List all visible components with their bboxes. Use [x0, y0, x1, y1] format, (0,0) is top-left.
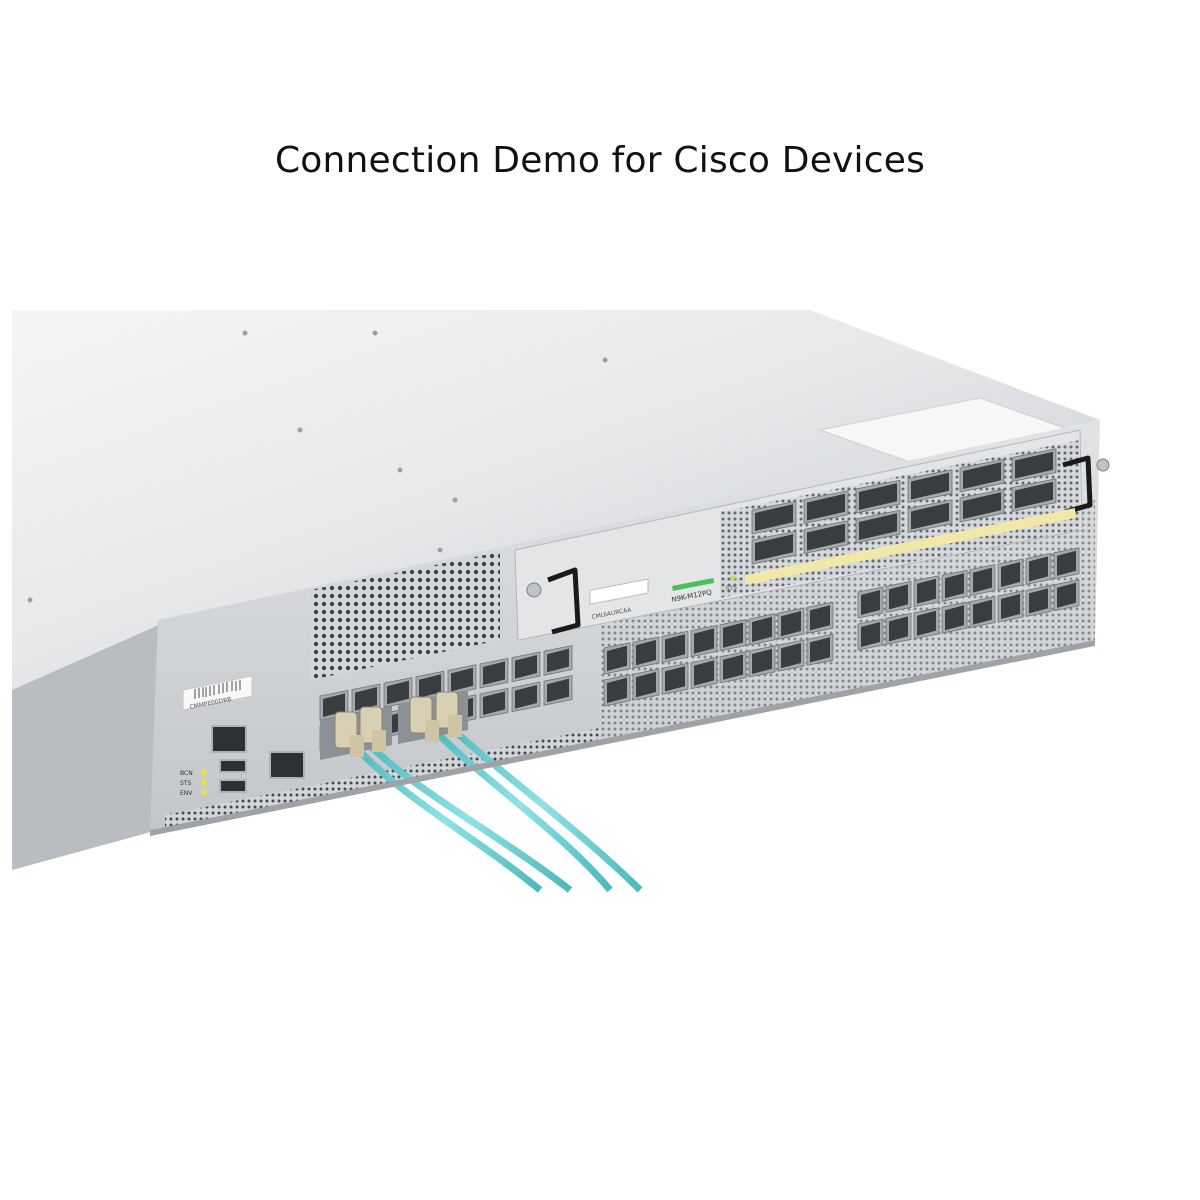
transceiver-1	[320, 706, 392, 760]
sfp-port	[1053, 579, 1080, 612]
sfp-port	[748, 645, 776, 678]
sfp-port	[777, 639, 805, 672]
sfp-port	[969, 596, 996, 629]
qsfp-port	[855, 509, 901, 544]
sfp-port	[383, 677, 413, 708]
sfp-port	[913, 575, 940, 608]
sfp-port	[777, 607, 805, 640]
fiber-cable-1	[347, 734, 573, 893]
sfp-port	[319, 689, 349, 721]
transceiver-2	[398, 690, 468, 744]
module-sts-label: STS	[725, 584, 738, 593]
sfp-port	[997, 558, 1024, 591]
sfp-port	[479, 687, 509, 719]
sfp-port	[511, 651, 541, 683]
led-label-sts: STS	[180, 780, 191, 787]
module-handle-left	[547, 567, 581, 635]
front-vent-right	[600, 500, 1095, 745]
qsfp-port	[907, 469, 953, 503]
sfp-port	[1053, 547, 1080, 580]
module-screw	[526, 582, 542, 598]
sfp-port	[661, 662, 689, 695]
sfp-ports	[319, 547, 1080, 751]
sfp-port	[632, 636, 660, 669]
sfp-port	[748, 613, 776, 646]
sfp-port	[351, 683, 381, 715]
sfp-port	[603, 642, 631, 675]
sfp-port	[1025, 584, 1052, 617]
sfp-port	[661, 630, 689, 663]
sfp-port	[447, 664, 477, 695]
barcode-lines	[194, 680, 241, 699]
qsfp-port	[1011, 448, 1057, 482]
sfp-port	[603, 674, 631, 707]
sfp-port	[969, 564, 996, 597]
chassis-side	[12, 620, 170, 870]
chassis-bottom-edge	[150, 640, 1095, 836]
qsfp-port	[907, 499, 953, 533]
module-screw-right	[1096, 458, 1110, 472]
qsfp-port	[1011, 478, 1057, 512]
module-green-strip	[672, 577, 715, 591]
module-sts-led	[730, 575, 736, 581]
qsfp-port	[959, 488, 1005, 523]
front-vent-lower	[165, 728, 600, 830]
led-label-bcn: BCN	[180, 770, 193, 777]
sfp-port	[511, 681, 541, 713]
sfp-port	[543, 645, 573, 676]
page-title: Connection Demo for Cisco Devices	[274, 140, 926, 181]
usb-port-1	[219, 759, 247, 773]
top-screws	[27, 330, 608, 603]
led-label-env: ENV	[180, 790, 193, 797]
qsfp-port	[803, 490, 849, 524]
sfp-port	[543, 675, 573, 706]
sfp-port	[632, 668, 660, 701]
qsfp-port	[855, 479, 901, 514]
mgmt-rj45-port	[211, 725, 247, 753]
sfp-port	[690, 656, 718, 690]
sfp-port	[941, 569, 968, 602]
sfp-port	[806, 601, 834, 634]
qsfp-port	[803, 520, 849, 554]
status-leds	[201, 769, 207, 795]
fiber-cable-2	[427, 719, 643, 893]
sfp-port	[857, 618, 884, 651]
sfp-port	[719, 619, 747, 652]
sfp-port	[885, 580, 912, 613]
qsfp-port	[959, 458, 1005, 493]
sfp-port	[479, 657, 509, 689]
sfp-port	[885, 612, 912, 645]
front-vent-left	[310, 552, 500, 680]
module-handle-right	[1062, 455, 1093, 515]
sfp-port	[690, 624, 718, 658]
sfp-port	[806, 633, 834, 666]
sfp-port	[857, 586, 884, 619]
usb-port-2	[219, 779, 247, 793]
qsfp-ports	[751, 448, 1057, 565]
qsfp-port	[751, 500, 797, 535]
chassis-serial-sticker	[182, 675, 253, 711]
sfp-port	[941, 601, 968, 634]
qsfp-label-strip	[745, 508, 1075, 585]
sfp-port	[913, 607, 940, 640]
sfp-port	[997, 590, 1024, 623]
qsfp-port	[751, 530, 797, 565]
console-rj45-port	[269, 751, 305, 779]
sfp-port	[719, 651, 747, 684]
sfp-port	[1025, 552, 1052, 585]
module-barcode	[589, 578, 649, 605]
